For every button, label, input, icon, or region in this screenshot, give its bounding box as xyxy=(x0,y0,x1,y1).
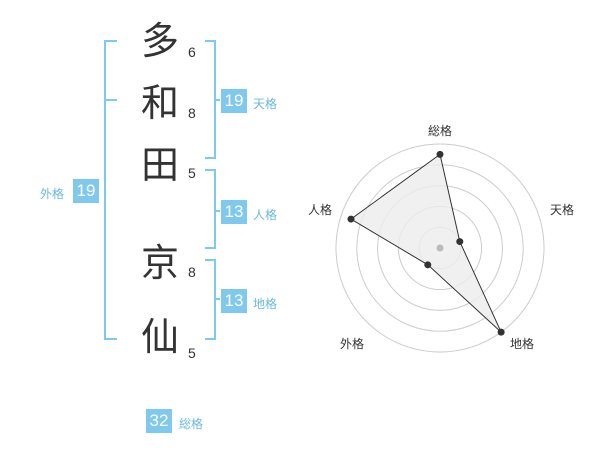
name-char-1: 多 xyxy=(140,19,179,63)
name-char-2: 和 xyxy=(140,81,179,125)
tenkaku-value: 19 xyxy=(221,89,247,113)
radar-point-4 xyxy=(347,215,355,223)
gaikaku-bracket xyxy=(104,40,117,340)
soukaku-label: 総格 xyxy=(179,417,204,431)
radar-label-chikaku: 地格 xyxy=(510,337,535,351)
chikaku-label: 地格 xyxy=(253,297,278,311)
tenkaku-label: 天格 xyxy=(253,97,278,111)
name-char-5: 仙 xyxy=(140,315,179,359)
gaikaku-value: 19 xyxy=(73,179,99,203)
radar-point-2 xyxy=(497,328,505,336)
radar-point-1 xyxy=(456,238,464,246)
jinkaku-value: 13 xyxy=(221,200,247,224)
stroke-count-2: 8 xyxy=(188,105,196,121)
stroke-count-5: 5 xyxy=(188,345,196,361)
radar-point-0 xyxy=(436,150,444,158)
radar-center xyxy=(436,244,444,252)
stroke-count-4: 8 xyxy=(188,264,196,280)
stroke-count-3: 5 xyxy=(188,165,196,181)
name-char-4: 京 xyxy=(140,241,179,285)
gaikaku-label: 外格 xyxy=(40,187,65,201)
radar-label-tenkaku: 天格 xyxy=(550,203,575,217)
soukaku-value: 32 xyxy=(146,409,172,433)
radar-point-3 xyxy=(424,261,432,269)
radar-label-jinkaku: 人格 xyxy=(308,203,333,217)
jinkaku-bracket xyxy=(205,169,216,249)
chikaku-value: 13 xyxy=(221,289,247,313)
jinkaku-label: 人格 xyxy=(253,208,278,222)
radar-label-gaikaku: 外格 xyxy=(340,337,365,351)
radar-label-soukaku: 総格 xyxy=(428,124,453,138)
name-char-3: 田 xyxy=(140,143,179,187)
stroke-count-1: 6 xyxy=(188,44,196,60)
radar-polygon xyxy=(350,153,502,333)
